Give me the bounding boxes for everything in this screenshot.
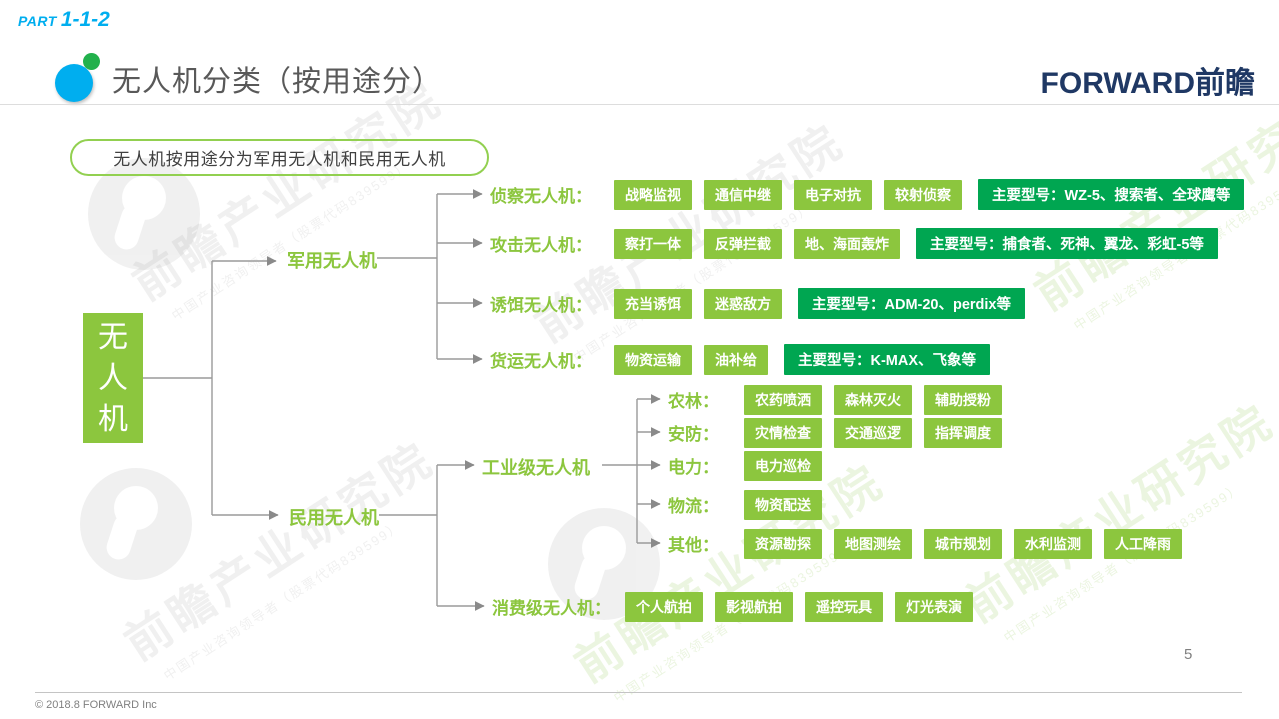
model-chip: 主要型号：K-MAX、飞象等 [784, 344, 991, 375]
tag-chip: 充当诱饵 [614, 288, 692, 319]
row-label: 侦察无人机： [490, 187, 592, 206]
row-label: 消费级无人机： [492, 599, 611, 618]
industrial-row-agriculture: 农林： 农药喷洒 森林灭火 辅助授粉 [668, 384, 1002, 415]
tag-chip: 战略监视 [614, 179, 692, 210]
title-bullet-dot-icon [83, 53, 100, 70]
industrial-row-other: 其他： 资源勘探 地图测绘 城市规划 水利监测 人工降雨 [668, 528, 1182, 559]
military-row-recon: 侦察无人机： 战略监视 通信中继 电子对抗 较射侦察 主要型号：WZ-5、搜索者… [490, 179, 1245, 210]
forward-logo: FORWARD前瞻 [1040, 67, 1255, 100]
tag-chip: 迷惑敌方 [704, 288, 782, 319]
tag-chip: 森林灭火 [834, 384, 912, 415]
tag-chip: 物资运输 [614, 344, 692, 375]
header-divider [0, 104, 1279, 105]
row-label: 其他： [668, 536, 719, 555]
summary-callout: 无人机按用途分为军用无人机和民用无人机 [70, 139, 489, 176]
tag-chip: 交通巡逻 [834, 417, 912, 448]
model-chip: 主要型号：捕食者、死神、翼龙、彩虹-5等 [916, 228, 1218, 259]
branch-industrial-label: 工业级无人机 [482, 458, 590, 478]
page-title: 无人机分类（按用途分） [112, 66, 443, 98]
branch-military-label: 军用无人机 [287, 251, 377, 271]
tree-root-label: 无人机 [98, 320, 128, 436]
tag-chip: 通信中继 [704, 179, 782, 210]
tag-chip: 地图测绘 [834, 528, 912, 559]
branch-civil-label: 民用无人机 [289, 508, 379, 528]
part-number: 1-1-2 [60, 8, 110, 31]
tag-chip: 资源勘探 [744, 528, 822, 559]
military-row-decoy: 诱饵无人机： 充当诱饵 迷惑敌方 主要型号：ADM-20、perdix等 [490, 288, 1025, 319]
tag-chip: 遥控玩具 [805, 591, 883, 622]
industrial-row-logistics: 物流： 物资配送 [668, 489, 822, 520]
tree-root-node: 无人机 [83, 313, 143, 443]
part-prefix: PART [18, 13, 57, 29]
tag-chip: 城市规划 [924, 528, 1002, 559]
tag-chip: 灾情检查 [744, 417, 822, 448]
tag-chip: 反弹拦截 [704, 228, 782, 259]
consumer-row: 消费级无人机： 个人航拍 影视航拍 遥控玩具 灯光表演 [492, 591, 973, 622]
row-label: 农林： [668, 392, 719, 411]
military-row-cargo: 货运无人机： 物资运输 油补给 主要型号：K-MAX、飞象等 [490, 344, 991, 375]
tag-chip: 较射侦察 [884, 179, 962, 210]
tag-chip: 指挥调度 [924, 417, 1002, 448]
row-label: 电力： [668, 458, 719, 477]
tag-chip: 水利监测 [1014, 528, 1092, 559]
tag-chip: 物资配送 [744, 489, 822, 520]
tag-chip: 人工降雨 [1104, 528, 1182, 559]
tag-chip: 辅助授粉 [924, 384, 1002, 415]
industrial-row-security: 安防： 灾情检查 交通巡逻 指挥调度 [668, 417, 1002, 448]
footer-copyright: © 2018.8 FORWARD Inc [35, 699, 157, 711]
model-chip: 主要型号：WZ-5、搜索者、全球鹰等 [978, 179, 1245, 210]
row-label: 安防： [668, 425, 719, 444]
row-label: 货运无人机： [490, 352, 592, 371]
industrial-row-power: 电力： 电力巡检 [668, 450, 822, 481]
military-row-attack: 攻击无人机： 察打一体 反弹拦截 地、海面轰炸 主要型号：捕食者、死神、翼龙、彩… [490, 228, 1218, 259]
tag-chip: 个人航拍 [625, 591, 703, 622]
tag-chip: 电子对抗 [794, 179, 872, 210]
title-bullet-icon [55, 64, 93, 102]
tag-chip: 电力巡检 [744, 450, 822, 481]
tag-chip: 油补给 [704, 344, 768, 375]
tag-chip: 灯光表演 [895, 591, 973, 622]
row-label: 攻击无人机： [490, 236, 592, 255]
row-label: 诱饵无人机： [490, 296, 592, 315]
page-number: 5 [1184, 646, 1193, 663]
tag-chip: 农药喷洒 [744, 384, 822, 415]
tag-chip: 地、海面轰炸 [794, 228, 900, 259]
tag-chip: 察打一体 [614, 228, 692, 259]
footer-divider [35, 692, 1242, 693]
tag-chip: 影视航拍 [715, 591, 793, 622]
model-chip: 主要型号：ADM-20、perdix等 [798, 288, 1025, 319]
row-label: 物流： [668, 497, 719, 516]
